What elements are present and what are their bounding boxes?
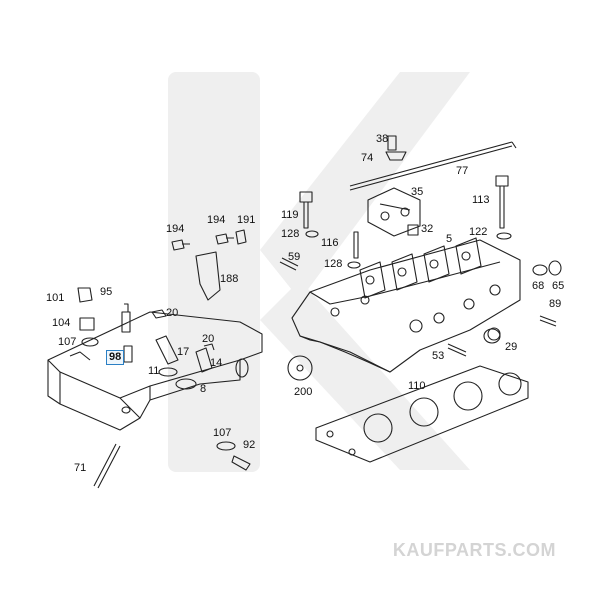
part-label-194-right: 194: [207, 214, 226, 226]
cylinder-head-block: [291, 237, 521, 373]
part-label-89: 89: [549, 298, 562, 310]
part-label-116: 116: [321, 237, 339, 249]
sensor-95: [121, 303, 131, 333]
part-label-77: 77: [456, 165, 469, 177]
plug-29: [483, 328, 501, 344]
part-label-32: 32: [421, 223, 434, 235]
part-label-35: 35: [411, 186, 424, 198]
stud-53: [447, 343, 467, 357]
part-label-113: 113: [472, 194, 490, 206]
clip-101: [77, 287, 93, 303]
bolt-194a: [171, 239, 190, 251]
ring-11: [158, 367, 178, 377]
head-gasket: [315, 365, 529, 463]
part-label-92: 92: [243, 439, 256, 451]
part-label-107-lower: 107: [213, 427, 232, 439]
part-label-59: 59: [288, 251, 301, 263]
clip-191: [235, 229, 247, 245]
sleeve-17: [155, 335, 179, 365]
part-label-20-lower: 20: [202, 333, 215, 345]
part-label-65: 65: [552, 280, 565, 292]
part-label-128-lower: 128: [324, 258, 343, 270]
part-label-11: 11: [148, 365, 160, 377]
cap-32: [407, 224, 419, 236]
plug-68: [532, 264, 548, 276]
part-label-53: 53: [432, 350, 445, 362]
watermark: KAUFPARTS.COM: [392, 540, 556, 560]
washer-122: [496, 232, 512, 240]
part-label-8: 8: [200, 383, 207, 395]
bolt-194b: [215, 233, 234, 245]
part-label-122: 122: [469, 226, 488, 238]
bolt-119: [299, 191, 313, 229]
sensor-92: [231, 455, 251, 471]
sprocket-200: [287, 355, 313, 381]
background-logo: [168, 72, 470, 472]
cylinder-head-cover: [47, 311, 263, 431]
part-label-110: 110: [408, 380, 426, 392]
part-label-101: 101: [46, 292, 65, 304]
plug-104: [79, 317, 95, 331]
rod-71: [93, 443, 121, 489]
seal-107b: [216, 441, 236, 451]
seal-107a: [81, 337, 99, 347]
bolt-38: [387, 135, 397, 151]
part-label-95: 95: [100, 286, 113, 298]
part-label-71: 71: [74, 462, 87, 474]
bracket-188: [195, 251, 221, 301]
part-label-104: 104: [52, 317, 71, 329]
washer-128a: [305, 230, 319, 238]
plug-65: [548, 260, 562, 276]
part-label-17: 17: [177, 346, 190, 358]
stud-59: [279, 257, 299, 271]
bracket-35: [367, 187, 421, 237]
part-label-14: 14: [210, 357, 223, 369]
part-label-98-highlighted[interactable]: 98: [106, 350, 125, 365]
part-label-20-upper: 20: [166, 307, 179, 319]
part-label-188: 188: [220, 273, 239, 285]
rail-77: [349, 141, 517, 191]
part-label-107-upper: 107: [58, 336, 77, 348]
clip-20b: [203, 343, 215, 351]
part-label-38: 38: [376, 133, 389, 145]
part-label-194-left: 194: [166, 223, 185, 235]
part-label-200: 200: [294, 386, 313, 398]
stud-89: [539, 315, 557, 327]
part-label-29: 29: [505, 341, 518, 353]
sleeve-14: [195, 347, 213, 373]
clip-20a: [151, 309, 167, 319]
washer-128b: [347, 261, 361, 269]
part-label-128-upper: 128: [281, 228, 300, 240]
part-label-119: 119: [281, 209, 299, 221]
part-label-5: 5: [446, 233, 453, 245]
bolt-113: [495, 175, 509, 229]
clip-74: [385, 151, 407, 161]
part-label-191: 191: [237, 214, 256, 226]
part-label-74: 74: [361, 152, 374, 164]
stud-116: [353, 231, 359, 259]
part-label-68: 68: [532, 280, 545, 292]
sensor-98: [123, 345, 133, 363]
ring-8: [175, 378, 197, 390]
